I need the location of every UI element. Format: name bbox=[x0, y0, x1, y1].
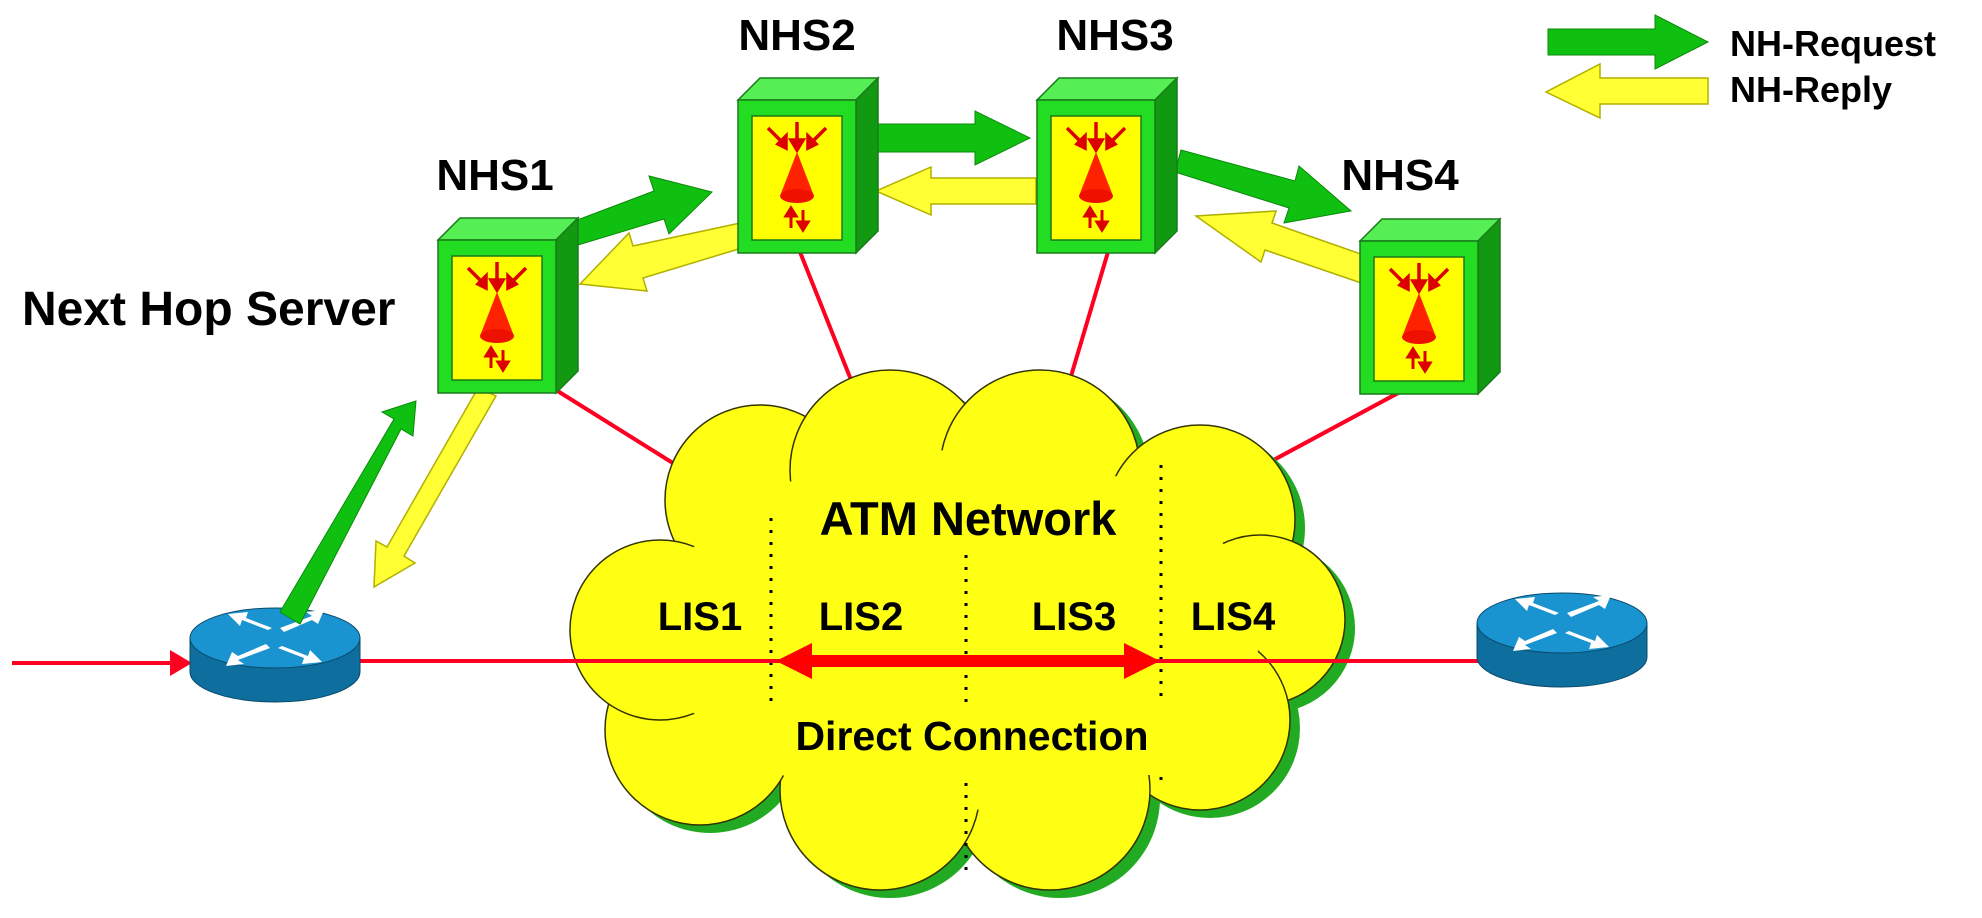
nhs3-label: NHS3 bbox=[1056, 11, 1173, 60]
legend: NH-Request NH-Reply bbox=[1544, 14, 1936, 120]
egress-router-icon[interactable] bbox=[1476, 592, 1648, 688]
link-nhs4 bbox=[1254, 390, 1401, 472]
legend-reply-label: NH-Reply bbox=[1730, 69, 1892, 110]
direct-connection-backdrop bbox=[758, 705, 1186, 775]
request-arrow-nhs2-to-nhs3 bbox=[871, 110, 1032, 166]
request-arrow-nhs1-to-nhs2 bbox=[571, 175, 713, 246]
legend-request-arrow-icon bbox=[1547, 14, 1710, 70]
diagram-title: Next Hop Server bbox=[22, 283, 395, 336]
reply-arrow-nhs2-to-nhs1 bbox=[578, 221, 757, 292]
reply-arrow-nhs1-to-router bbox=[373, 387, 498, 589]
nhs2-server-icon[interactable] bbox=[736, 76, 880, 255]
lis2-label: LIS2 bbox=[819, 595, 903, 639]
nh-reply-arrows bbox=[373, 165, 1379, 589]
cloud-label: ATM Network bbox=[820, 492, 1118, 545]
nhs1-server-icon[interactable] bbox=[436, 216, 580, 395]
reply-arrow-nhs3-to-nhs2 bbox=[874, 165, 1037, 217]
lis4-label: LIS4 bbox=[1191, 595, 1276, 639]
nhs4-server-icon[interactable] bbox=[1358, 217, 1502, 396]
request-arrow-router-to-nhs1 bbox=[279, 400, 417, 625]
direct-connection-label: Direct Connection bbox=[795, 713, 1148, 759]
legend-reply-arrow-icon bbox=[1544, 62, 1709, 120]
lis3-label: LIS3 bbox=[1032, 595, 1116, 639]
nhs4-label: NHS4 bbox=[1341, 151, 1459, 200]
nh-request-arrows bbox=[279, 110, 1353, 625]
ingress-router-icon[interactable] bbox=[189, 607, 361, 703]
direct-connection-arrow bbox=[776, 643, 1160, 679]
nhs1-label: NHS1 bbox=[436, 151, 553, 200]
legend-request-label: NH-Request bbox=[1730, 23, 1936, 64]
request-arrow-nhs3-to-nhs4 bbox=[1174, 149, 1353, 224]
nhs2-label: NHS2 bbox=[738, 11, 855, 60]
nhs3-server-icon[interactable] bbox=[1035, 76, 1179, 255]
lis1-label: LIS1 bbox=[658, 595, 742, 639]
ingress-arrowhead bbox=[170, 650, 192, 676]
